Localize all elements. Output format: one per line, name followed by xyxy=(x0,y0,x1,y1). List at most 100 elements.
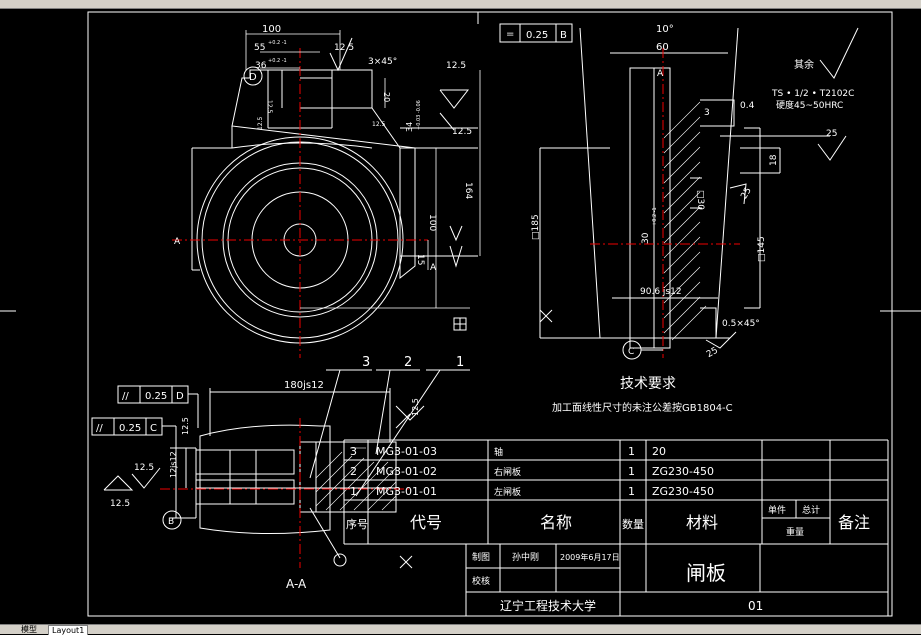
bom-row2-seq: 2 xyxy=(350,465,357,478)
bom-table-grid xyxy=(343,439,889,616)
title-drawer: 孙中刚 xyxy=(512,551,539,563)
bom-row2-material: ZG230-450 xyxy=(652,465,714,478)
dim-100-top: 100 xyxy=(262,24,281,35)
bom-row2-name: 右闸板 xyxy=(494,466,521,478)
dim-0-4: 0.4 xyxy=(740,101,755,111)
dim-25-b: 25 xyxy=(739,186,753,201)
dim-12-5-g: 12.5 xyxy=(110,499,130,509)
dim-55: 55 xyxy=(254,43,265,53)
bom-row3-qty: 1 xyxy=(628,445,635,458)
tab-model[interactable]: 模型 xyxy=(21,625,37,634)
dim-12-5-d: 12.5 xyxy=(266,100,273,114)
dim-12-5-e: 12.5 xyxy=(181,417,190,435)
title-part-name: 闸板 xyxy=(686,561,726,585)
bom-row3-seq: 3 xyxy=(350,445,357,458)
dim-180js12: 180js12 xyxy=(284,380,324,391)
dim-90-6: 90.6 js12 xyxy=(640,287,682,297)
dim-36-tol: +0.2 -1 xyxy=(268,58,287,64)
dim-12-5-h: 12.5 xyxy=(411,398,420,416)
dim-15: 15 xyxy=(415,254,425,265)
title-school: 辽宁工程技术大学 xyxy=(500,598,596,613)
dim-12-5-f: 12.5 xyxy=(134,463,154,473)
title-drawn-label: 制图 xyxy=(472,551,490,563)
title-checked-label: 校核 xyxy=(472,575,490,587)
par-D-datum: D xyxy=(176,391,184,402)
dim-145: □145 xyxy=(757,236,767,262)
tab-layout1[interactable]: Layout1 xyxy=(48,625,89,635)
dim-55-tol: +0.2 -1 xyxy=(268,40,287,46)
dim-60: 60 xyxy=(656,42,669,53)
bom-row1-seq: 1 xyxy=(350,485,357,498)
bom-header-code: 代号 xyxy=(410,513,442,532)
bom-row3-code: MG3-01-03 xyxy=(376,445,437,458)
dim-34-tol: +0.03 -0.06 xyxy=(416,100,422,130)
dim-12-5-small1: 12.5 xyxy=(257,116,264,130)
flatness-value: 0.25 xyxy=(526,30,548,41)
title-drawing-number: 01 xyxy=(748,599,763,613)
dim-12-5-c: 12.5 xyxy=(452,127,472,137)
part-callout-3: 3 xyxy=(362,355,370,370)
par-D-symbol: // xyxy=(122,391,129,402)
dim-3: 3 xyxy=(704,108,710,118)
dim-36: 36 xyxy=(255,61,267,71)
dim-20: 20 xyxy=(382,92,391,102)
section-A-A-hatch xyxy=(315,447,397,511)
flatness-tolerance-box xyxy=(499,23,573,43)
dim-sq30: □30 xyxy=(695,190,705,210)
dim-25-a: 25 xyxy=(826,129,837,139)
datum-D-marker: D xyxy=(249,72,257,83)
toolbar xyxy=(0,0,921,9)
dim-100-vert: 100 xyxy=(427,214,437,231)
dim-12-5-a: 12.5 xyxy=(334,43,354,53)
dim-185: □185 xyxy=(531,214,541,240)
bom-row3-material: 20 xyxy=(652,445,666,458)
par-C-datum: C xyxy=(150,423,157,434)
par-C-value: 0.25 xyxy=(119,423,141,434)
dim-10deg: 10° xyxy=(656,24,674,35)
section-hatch xyxy=(663,101,707,341)
part-callout-2: 2 xyxy=(404,355,412,370)
section-label-A-A: A-A xyxy=(286,577,307,591)
dim-12js12: 12js12 xyxy=(169,451,178,478)
title-date: 2009年6月17日 xyxy=(560,552,620,562)
section-A-A-view xyxy=(170,388,397,535)
note-ts: TS • 1/2 • T2102C xyxy=(771,89,854,99)
bom-row1-qty: 1 xyxy=(628,485,635,498)
flatness-datum: B xyxy=(560,30,567,41)
bom-row1-name: 左闸板 xyxy=(494,486,521,498)
par-D-value: 0.25 xyxy=(145,391,167,402)
bom-row2-code: MG3-01-02 xyxy=(376,465,437,478)
flatness-symbol: = xyxy=(506,29,514,40)
bom-header-qty: 数量 xyxy=(622,518,644,531)
section-A-left: A xyxy=(174,237,181,247)
section-A-top: A xyxy=(657,69,664,79)
dim-12-5-small2: 12.5 xyxy=(372,121,386,128)
bom-row1-material: ZG230-450 xyxy=(652,485,714,498)
dim-12-5-b: 12.5 xyxy=(446,61,466,71)
dim-25-c: 25 xyxy=(705,346,720,360)
bom-row1-code: MG3-01-01 xyxy=(376,485,437,498)
bom-row3-name: 轴 xyxy=(494,446,503,458)
bom-header-weight: 重量 xyxy=(786,526,804,538)
bom-header-material: 材料 xyxy=(686,513,718,532)
bom-header-seq: 序号 xyxy=(346,517,368,531)
par-C-tolerance-box xyxy=(91,417,177,444)
side-view xyxy=(539,27,830,349)
part-callout-1: 1 xyxy=(456,355,464,370)
drawing-border xyxy=(87,11,893,617)
dim-30: 30 xyxy=(641,232,651,244)
bom-row2-qty: 1 xyxy=(628,465,635,478)
section-A-right: A xyxy=(430,263,437,273)
bom-header-note: 备注 xyxy=(838,513,870,532)
dim-05x45: 0.5×45° xyxy=(722,319,760,329)
dim-164: 164 xyxy=(463,182,473,199)
note-hardness: 硬度45~50HRC xyxy=(776,99,843,111)
dim-18: 18 xyxy=(769,154,779,166)
tech-requirements-title: 技术要求 xyxy=(620,376,676,392)
dim-3x45: 3×45° xyxy=(368,57,397,67)
par-D-tolerance-box xyxy=(117,385,199,428)
cad-drawing-canvas[interactable]: 100 55 +0.2 -1 36 +0.2 -1 12.5 3×45° 12.… xyxy=(0,8,921,624)
datum-C-marker: C xyxy=(628,347,634,357)
bom-header-name: 名称 xyxy=(540,513,572,532)
bom-header-total: 总计 xyxy=(802,504,820,516)
